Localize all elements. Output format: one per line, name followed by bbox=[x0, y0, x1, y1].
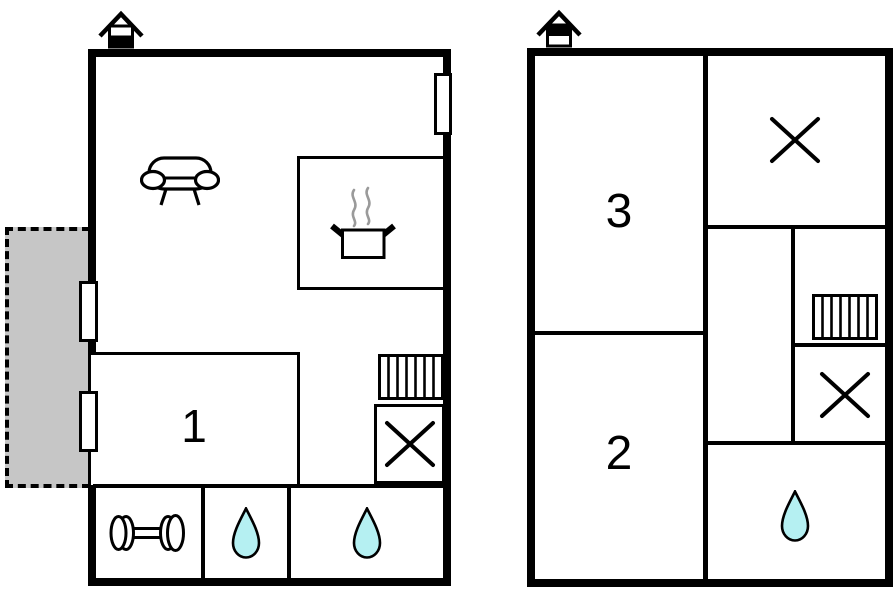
crossed-window-icon bbox=[384, 421, 435, 467]
bottom-rooms-strip bbox=[93, 484, 443, 578]
crossed-window-icon bbox=[770, 117, 820, 163]
interior-wall-mid-vertical bbox=[791, 229, 795, 445]
wet-room-cell-2 bbox=[291, 488, 443, 578]
room-2-label: 2 bbox=[605, 427, 633, 480]
interior-wall-topright bbox=[708, 225, 885, 229]
interior-wall-bathroom bbox=[708, 441, 885, 445]
radiator-icon bbox=[378, 354, 444, 400]
room-1-label: 1 bbox=[181, 400, 207, 452]
door-window-marker bbox=[79, 281, 98, 342]
water-drop-icon bbox=[352, 507, 382, 559]
wet-room-cell-1 bbox=[205, 488, 291, 578]
gym-cell bbox=[93, 488, 205, 578]
interior-wall-vertical-main bbox=[703, 56, 708, 579]
interior-wall-radiator-cell bbox=[795, 343, 885, 347]
room-3-label: 3 bbox=[605, 185, 633, 238]
crossed-window-box bbox=[374, 404, 445, 484]
water-drop-icon bbox=[231, 507, 261, 559]
chimney-icon bbox=[98, 10, 144, 49]
dumbbell-icon bbox=[109, 514, 185, 552]
water-drop-icon bbox=[780, 490, 810, 542]
radiator-icon bbox=[812, 294, 878, 340]
door-window-marker bbox=[79, 391, 98, 452]
sofa-icon bbox=[140, 156, 220, 206]
cooking-pot-icon bbox=[330, 186, 396, 259]
terrace-area bbox=[5, 227, 90, 488]
chimney-icon bbox=[536, 9, 582, 48]
crossed-window-icon bbox=[820, 372, 870, 418]
kitchen-area bbox=[297, 156, 446, 290]
interior-wall-room3-room2 bbox=[535, 331, 703, 335]
door-window-marker bbox=[434, 73, 452, 135]
